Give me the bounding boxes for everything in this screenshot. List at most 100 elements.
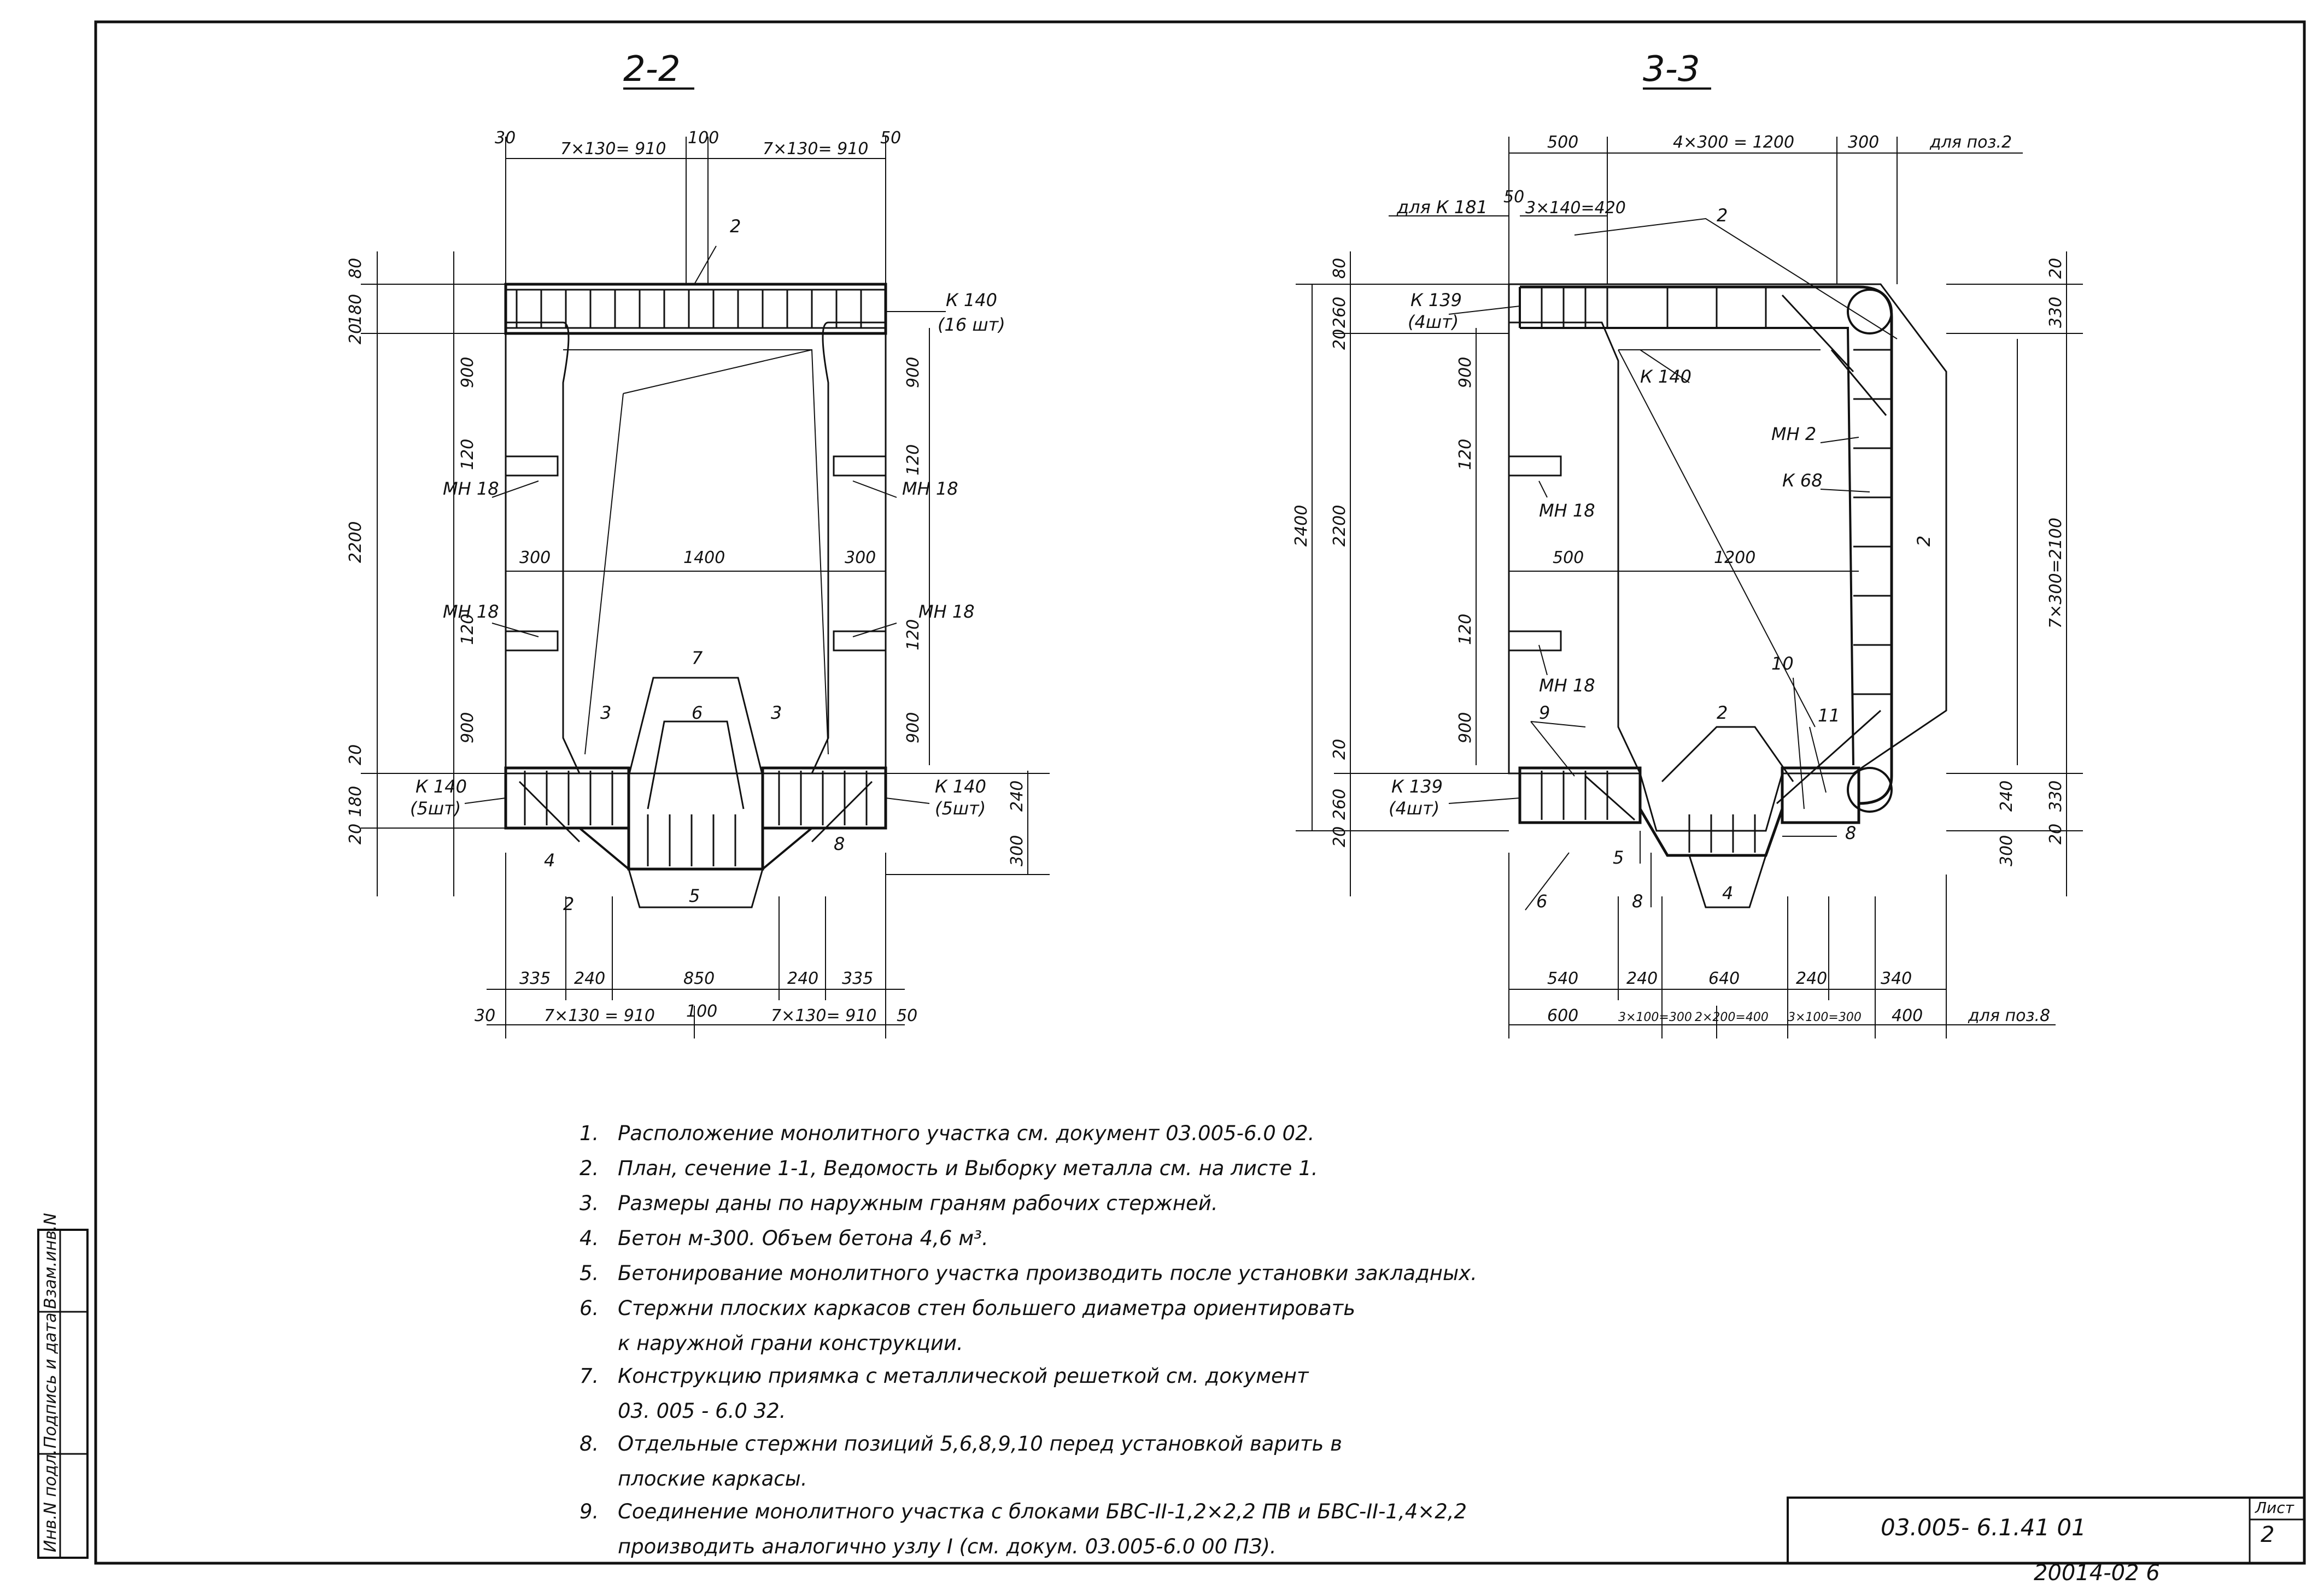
side-field-sign: Подпись и дата <box>41 1313 60 1449</box>
s22-position: 2 <box>563 894 574 914</box>
note-item: 2. План, сечение 1-1, Ведомость и Выборк… <box>580 1158 1564 1193</box>
s33-top-dim: для поз.2 <box>1929 133 2012 152</box>
s33-label-k139-top-qty: (4шт) <box>1408 312 1459 332</box>
s33-right-dim: 330 <box>2046 781 2065 812</box>
s33-position: 5 <box>1613 847 1624 868</box>
s33-left-dim: 20 <box>1330 739 1349 760</box>
s33-label-k139-bot-qty: (4шт) <box>1389 798 1439 819</box>
s33-bottom-dim: 540 <box>1547 969 1578 988</box>
s33-bottom-dim2: 400 <box>1892 1006 1923 1025</box>
note-item: 9. Соединение монолитного участка с блок… <box>580 1501 1564 1569</box>
s33-position: 6 <box>1536 891 1547 912</box>
s22-right-dim: 120 <box>904 444 923 476</box>
s33-position: 2 <box>1717 702 1728 723</box>
s22-bottom-dim: 850 <box>683 969 715 988</box>
s22-right-dim: 300 <box>1008 835 1027 866</box>
side-stamp: Инв.N подл. Подпись и дата Взам.инв.N <box>37 1213 89 1559</box>
s22-left-dim: 120 <box>458 439 477 470</box>
s33-right-dim: 300 <box>1997 835 2016 866</box>
sheet-number: 2 <box>2261 1522 2275 1547</box>
note-item: 4. Бетон м-300. Объем бетона 4,6 м³. <box>580 1228 1564 1263</box>
note-number: 3. <box>580 1192 599 1215</box>
note-number: 4. <box>580 1227 599 1250</box>
s33-label-mn18: МН 18 <box>1539 675 1595 696</box>
s22-mid-dim: 300 <box>519 548 551 567</box>
note-item: 6. Стержни плоских каркасов стен большег… <box>580 1298 1564 1366</box>
note-text-continued: к наружной грани конструкции. <box>618 1331 963 1355</box>
note-item: 3. Размеры даны по наружным граням рабоч… <box>580 1193 1564 1228</box>
note-number: 8. <box>580 1432 599 1456</box>
note-text: Конструкцию приямка с металлической реше… <box>618 1364 1309 1388</box>
s33-position: 2 <box>1717 205 1728 226</box>
s22-position: 3 <box>771 702 782 723</box>
note-text: Расположение монолитного участка см. док… <box>618 1122 1315 1145</box>
s22-left-dim: 2200 <box>346 521 365 563</box>
section-2-2-annotations: 30 7×130= 910 100 7×130= 910 50 335 240 … <box>346 128 1027 1025</box>
s33-left-dim: 260 <box>1330 789 1349 820</box>
s33-mid-dim: 1200 <box>1714 548 1755 567</box>
general-notes: 1. Расположение монолитного участка см. … <box>580 1123 1564 1569</box>
s22-left-dim: 900 <box>458 357 477 388</box>
s33-label-k139-top: К 139 <box>1410 290 1462 310</box>
s33-label-k139-bot: К 139 <box>1391 776 1443 797</box>
s22-left-dim: 80 <box>346 258 365 279</box>
s22-position: 4 <box>544 850 555 871</box>
note-item: 8. Отдельные стержни позиций 5,6,8,9,10 … <box>580 1434 1564 1501</box>
s33-left-dim: 120 <box>1456 439 1475 470</box>
s22-left-dim: 20 <box>346 824 365 844</box>
s22-left-dim: 20 <box>346 744 365 765</box>
s33-position: 10 <box>1771 653 1794 674</box>
s33-top-small: 50 <box>1503 187 1524 207</box>
s33-right-dim: 330 <box>2046 297 2065 328</box>
note-item: 1. Расположение монолитного участка см. … <box>580 1123 1564 1158</box>
s22-label-k140-top-qty: (16 шт) <box>938 314 1005 335</box>
note-number: 6. <box>580 1296 599 1320</box>
s33-top-dim: 500 <box>1547 133 1578 152</box>
note-item: 5. Бетонирование монолитного участка про… <box>580 1263 1564 1298</box>
s33-left-dim: 20 <box>1330 826 1349 847</box>
s22-left-dim: 900 <box>458 712 477 743</box>
s22-bottom-dim2: 30 <box>475 1006 495 1025</box>
s33-position: 11 <box>1818 705 1840 726</box>
s33-left-dim: 20 <box>1330 329 1349 350</box>
s33-left-dim: 900 <box>1456 357 1475 388</box>
s22-left-dim: 20 <box>346 324 365 344</box>
s33-label-mn2: МН 2 <box>1771 424 1816 444</box>
s22-bottom-dim: 240 <box>787 969 818 988</box>
s22-left-dim: 120 <box>458 614 477 645</box>
s22-top-dim: 50 <box>880 128 901 148</box>
side-field-inv: Инв.N подл. <box>41 1449 60 1552</box>
note-number: 9. <box>580 1500 599 1523</box>
s33-right-dim: 20 <box>2046 824 2065 844</box>
note-number: 5. <box>580 1261 599 1285</box>
note-text: Бетонирование монолитного участка произв… <box>618 1261 1477 1285</box>
s33-label-k140: К 140 <box>1640 366 1691 387</box>
s33-position: 8 <box>1845 823 1856 843</box>
s33-bottom-dim2: для поз.8 <box>1968 1006 2050 1025</box>
s22-label-k140-right: К 140 <box>935 776 986 797</box>
s33-left-dim: 2400 <box>1292 505 1311 547</box>
note-text: Соединение монолитного участка с блоками… <box>618 1500 1467 1523</box>
note-number: 2. <box>580 1157 599 1180</box>
archive-code: 20014-02 6 <box>2034 1560 2160 1586</box>
section-2-2-title: 2-2 <box>623 49 681 90</box>
s22-right-dim: 900 <box>904 712 923 743</box>
note-text: Размеры даны по наружным граням рабочих … <box>618 1192 1218 1215</box>
note-number: 7. <box>580 1364 599 1388</box>
note-text: План, сечение 1-1, Ведомость и Выборку м… <box>618 1157 1318 1180</box>
s33-bottom-dim2: 600 <box>1547 1006 1578 1025</box>
note-text: Бетон м-300. Объем бетона 4,6 м³. <box>618 1227 988 1250</box>
s22-bottom-dim2: 100 <box>686 1002 717 1021</box>
s33-right-dim: 240 <box>1997 781 2016 812</box>
note-text-continued: плоские каркасы. <box>618 1467 807 1491</box>
side-field-replace: Взам.инв.N <box>41 1213 60 1309</box>
s33-left-dim: 260 <box>1330 297 1349 328</box>
s22-label-k140-left-qty: (5шт) <box>410 798 461 819</box>
s33-bottom-dim: 240 <box>1626 969 1658 988</box>
section-3-3-annotations: 500 4×300 = 1200 300 для поз.2 50 3×140=… <box>1292 133 2065 1025</box>
note-text: Стержни плоских каркасов стен большего д… <box>618 1296 1356 1320</box>
s22-position: 5 <box>689 885 700 906</box>
sheet-label: Лист <box>2255 1499 2294 1517</box>
s22-label-k140-top: К 140 <box>946 290 997 310</box>
s22-top-dim: 30 <box>495 128 516 148</box>
